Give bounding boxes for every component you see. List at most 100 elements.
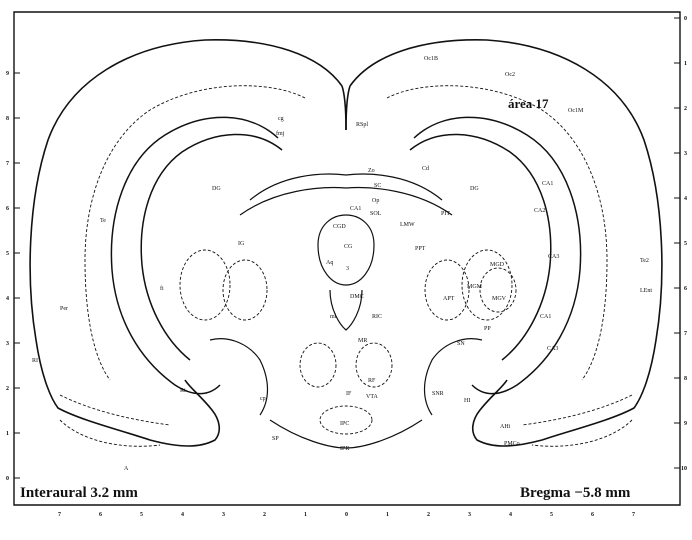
label-mr: MR [358,338,367,344]
label-if: IF [346,391,352,397]
label-ca1: CA1 [540,314,551,320]
label-snr: SNR [432,391,444,397]
label-cgd: CGD [333,224,346,230]
right-tick: 3 [684,151,687,157]
bottom-tick: 3 [468,512,471,518]
label-ahi: AHi [500,424,511,430]
right-tick: 0 [684,16,687,22]
right-tick: 1 [684,61,687,67]
right-tick: 10 [681,466,687,472]
label-oc1b: Oc1B [424,56,438,62]
bottom-tick: 1 [386,512,389,518]
label-cd: Cd [422,166,429,172]
right-tick: 8 [684,376,687,382]
label-3: 3 [346,266,349,272]
label-hi: HI [464,398,470,404]
bottom-tick: 7 [632,512,635,518]
left-tick: 1 [6,431,9,437]
label-ri: RI [32,358,38,364]
label-a: A [124,466,129,472]
label-sol: SOL [370,211,382,217]
label-mgv: MGV [492,296,507,302]
right-tick: 2 [684,106,687,112]
left-tick: 8 [6,116,9,122]
label-zo: Zo [368,168,375,174]
label-dg: DG [212,186,221,192]
hippocampus [111,117,580,393]
label-ca3: CA3 [548,254,559,260]
label-cp: cp [260,396,266,402]
bottom-tick: 4 [181,512,184,518]
left-tick: 0 [6,476,9,482]
label-oc2: Oc2 [505,72,515,78]
label-ca1-r: CA1 [542,181,553,187]
label-sc: SC [374,183,381,189]
label-mgd: MGD [490,262,505,268]
label-fi: fi [160,285,164,292]
label-op: Op [372,198,379,204]
label-pit: PIT [441,211,450,217]
label-apt: APT [443,296,455,302]
left-tick: 2 [6,386,9,392]
label-te2: Te2 [640,258,649,264]
bottom-tick: 6 [591,512,594,518]
label-lent: LEnt [640,288,652,294]
label-per: Per [60,306,68,312]
label-pp: PP [484,326,491,332]
label-oc1m: Oc1M [568,108,584,114]
left-tick: 7 [6,161,9,167]
label-ml: ml [330,314,337,320]
bottom-tick: 0 [345,512,348,518]
cortical-layers [60,86,632,425]
label-ca3-l: CA3 [547,346,558,352]
area-17-label: área 17 [508,96,549,111]
bottom-tick: 7 [58,512,61,518]
label-fmj: fmj [276,130,285,137]
label-ca2: CA2 [534,208,545,214]
label-te: Te [100,218,106,224]
left-axis: 9 8 7 6 5 4 3 2 1 0 [6,71,9,482]
bottom-tick: 5 [550,512,553,518]
bottom-tick: 1 [304,512,307,518]
label-pmco: PMCo [504,441,520,447]
label-cg: cg [278,116,284,122]
label-ipc: IPC [340,421,349,427]
left-tick: 4 [6,296,9,302]
bottom-axis: 7 6 5 4 3 2 1 0 1 2 3 4 5 6 7 [58,512,635,518]
label-ipr: IPR [340,446,349,452]
interaural-label: Interaural 3.2 mm [20,485,138,501]
label-sn: SN [457,341,465,347]
label-cg-c: CG [344,244,353,250]
label-rspl: RSpl [356,122,368,128]
bottom-tick: 3 [222,512,225,518]
right-tick: 6 [684,286,687,292]
label-rf: RF [368,378,376,384]
bottom-tick: 6 [99,512,102,518]
left-tick: 6 [6,206,9,212]
label-vta: VTA [366,394,379,400]
right-axis: 0 1 2 3 4 5 6 7 8 9 10 [681,16,687,472]
right-tick: 9 [684,421,687,427]
label-dmc: DMC [350,294,364,300]
label-ri-r: Ri [180,388,186,394]
bottom-tick: 5 [140,512,143,518]
right-tick: 7 [684,331,687,337]
label-sp: SP [272,436,279,442]
label-ca1-c: CA1 [350,206,361,212]
bregma-label: Bregma −5.8 mm [520,485,631,501]
label-ig: IG [238,241,245,247]
left-tick: 9 [6,71,9,77]
label-ric: RIC [372,314,382,320]
anatomy-labels: Oc1B Oc2 Oc1M RSpl cg fmj CA1 CA2 CA3 CA… [32,56,652,472]
right-tick: 4 [684,196,687,202]
left-tick: 5 [6,251,9,257]
label-dg-r: DG [470,186,479,192]
left-tick: 3 [6,341,9,347]
cortex-outline [30,40,662,446]
bottom-tick: 2 [263,512,266,518]
label-aq: Aq [326,260,333,266]
bottom-tick: 4 [509,512,512,518]
label-ppt: PPT [415,246,426,252]
